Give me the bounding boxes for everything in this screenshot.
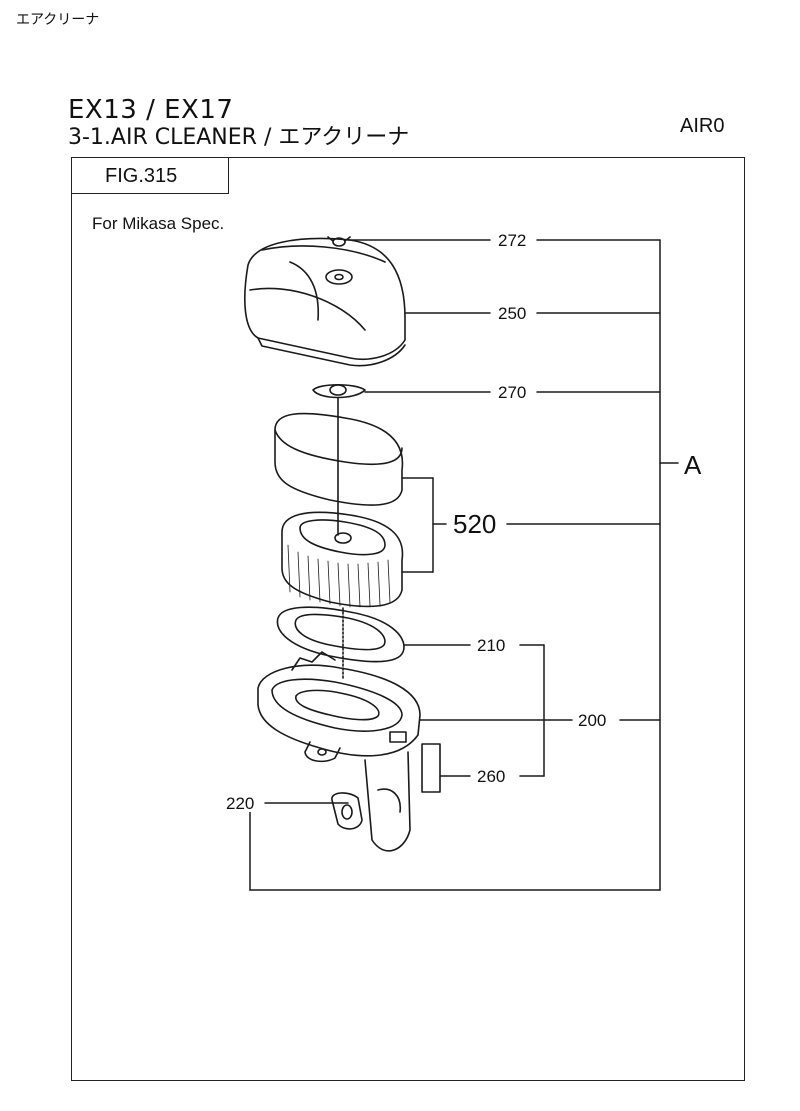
callout-250: 250: [496, 304, 529, 323]
section-title: 3-1.AIR CLEANER / エアクリーナ: [68, 125, 410, 150]
section-code: AIR0: [680, 115, 725, 137]
page-header: エアクリーナ: [16, 12, 100, 28]
figure-frame: [71, 157, 745, 1081]
model-title: EX13 / EX17: [68, 95, 234, 125]
callout-260: 260: [475, 767, 508, 786]
callout-270: 270: [496, 383, 529, 402]
part-base-200: [257, 651, 421, 852]
leader-lines: [249, 239, 679, 891]
figure-label: FIG.315: [105, 165, 178, 187]
part-gasket-210: [276, 606, 405, 681]
part-cover-250: [244, 237, 406, 367]
part-wing-nut-270: [312, 383, 366, 536]
callout-272: 272: [496, 231, 529, 250]
callout-assembly-a: A: [682, 450, 704, 480]
callout-520: 520: [451, 509, 499, 539]
spec-note: For Mikasa Spec.: [92, 214, 225, 233]
figure-label-box: [71, 157, 229, 194]
part-label-260: [421, 743, 441, 793]
part-filter-element-520: [274, 412, 404, 608]
callout-210: 210: [475, 636, 508, 655]
part-gasket-220: [331, 792, 363, 830]
callout-220: 220: [224, 794, 257, 813]
callout-200: 200: [576, 711, 609, 730]
